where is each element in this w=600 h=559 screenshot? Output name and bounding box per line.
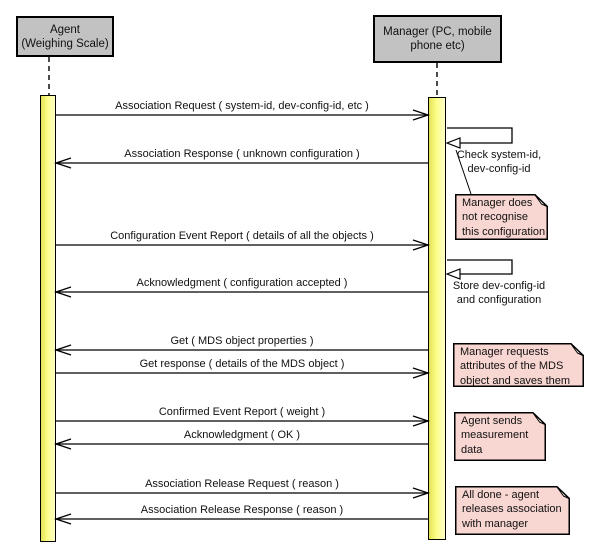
message-label: Get ( MDS object properties ) (170, 335, 314, 347)
actor-box-manager: Manager (PC, mobile phone etc) (373, 15, 502, 63)
arrowhead-left (53, 286, 72, 298)
note-all-done: All done - agent releases association wi… (455, 486, 570, 535)
message-label: Confirmed Event Report ( weight ) (158, 406, 326, 418)
message-label: Association Response ( unknown configura… (124, 148, 360, 160)
arrowhead-right (412, 487, 431, 499)
message-label: Association Release Request ( reason ) (145, 478, 339, 490)
note-manager-requests: Manager requests attributes of the MDS o… (453, 343, 584, 387)
arrowhead-right (412, 415, 431, 427)
note-shape (455, 194, 548, 240)
note-text: Manager requests attributes of the MDS o… (460, 346, 571, 387)
arrowhead-left (53, 513, 72, 525)
message-label: Configuration Event Report ( details of … (110, 230, 374, 242)
self-message-label: Store dev-config-id and configuration (452, 280, 546, 306)
arrowhead-right (412, 109, 431, 121)
message-label: Acknowledgment ( OK ) (183, 429, 301, 441)
arrowhead-left (53, 157, 72, 169)
arrowhead-left (53, 438, 72, 450)
self-message-label: Check system-id, dev-config-id (456, 149, 542, 175)
self-message-store (445, 259, 513, 280)
note-fold-corner (570, 343, 584, 356)
arrowhead-right (412, 239, 431, 251)
note-fold-corner (556, 486, 570, 499)
note-text: All done - agent releases association wi… (462, 489, 562, 530)
note-connector (455, 149, 472, 195)
note-fold-corner (534, 194, 548, 207)
message-label: Association Request ( system-id, dev-con… (115, 100, 369, 112)
note-shape (455, 486, 570, 535)
note-unrecognised-config: Manager does not recognise this configur… (455, 194, 548, 240)
message-label: Acknowledgment ( configuration accepted … (136, 277, 348, 289)
note-fold-corner (532, 412, 546, 425)
arrowhead-right (412, 367, 431, 379)
self-message-check (445, 127, 513, 149)
activation-bar-manager (428, 97, 446, 540)
note-agent-sends: Agent sends measurement data (454, 412, 546, 461)
note-text: Manager does not recognise this configur… (462, 197, 546, 238)
message-label: Get response ( details of the MDS object… (139, 358, 345, 370)
message-label: Association Release Response ( reason ) (140, 504, 344, 516)
note-shape (453, 343, 584, 387)
activation-bar-agent (40, 95, 56, 542)
arrowhead-left (53, 344, 72, 356)
note-text: Agent sends measurement data (461, 415, 529, 456)
actor-box-agent: Agent (Weighing Scale) (16, 16, 114, 57)
note-shape (454, 412, 546, 461)
